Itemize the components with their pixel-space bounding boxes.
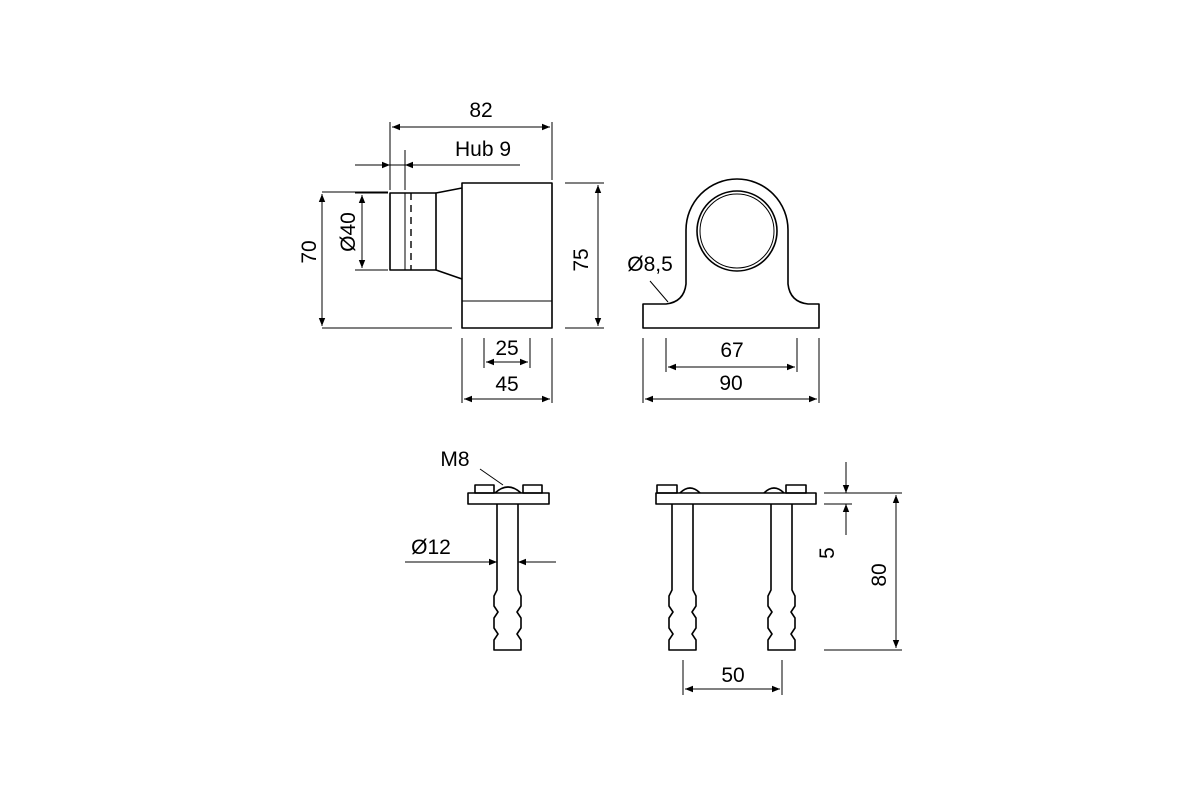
- front-dimension-lines: [645, 280, 817, 403]
- label-8-5: Ø8,5: [627, 253, 673, 276]
- label-70: 70: [298, 240, 321, 263]
- front-bracket: [642, 178, 820, 329]
- side-extension-lines: [322, 122, 604, 403]
- dim-m8-leader: [479, 468, 504, 486]
- front-extension-lines: [642, 338, 820, 403]
- label-75: 75: [570, 248, 593, 271]
- label-25: 25: [495, 337, 518, 360]
- label-82: 82: [469, 99, 492, 122]
- label-67: 67: [720, 339, 743, 362]
- label-80: 80: [868, 563, 891, 586]
- label-hub-9: Hub 9: [455, 138, 511, 161]
- bolt-front-view: [655, 484, 817, 651]
- bolt-side-dims: [405, 468, 556, 566]
- side-dimension-lines: [318, 123, 602, 403]
- label-45: 45: [495, 373, 518, 396]
- bolt-side-view: [467, 484, 550, 651]
- side-buffer: [389, 192, 436, 271]
- front-view: [642, 178, 820, 329]
- front-ring-inner: [699, 193, 775, 269]
- side-body: [461, 182, 553, 329]
- bolt-front-dims: [682, 462, 902, 695]
- label-40: Ø40: [337, 212, 360, 252]
- side-step: [435, 187, 463, 280]
- label-5: 5: [816, 547, 839, 559]
- label-m8: M8: [440, 448, 469, 471]
- dimension-labels: 82 Hub 9 70 Ø40 75 25 45 Ø8,5 67 90 M8 Ø…: [298, 99, 891, 687]
- label-50: 50: [721, 664, 744, 687]
- front-ring-outer: [696, 190, 778, 272]
- dim-85-leader: [649, 280, 669, 303]
- label-90: 90: [719, 372, 742, 395]
- side-view: [389, 182, 553, 329]
- label-12: Ø12: [411, 536, 451, 559]
